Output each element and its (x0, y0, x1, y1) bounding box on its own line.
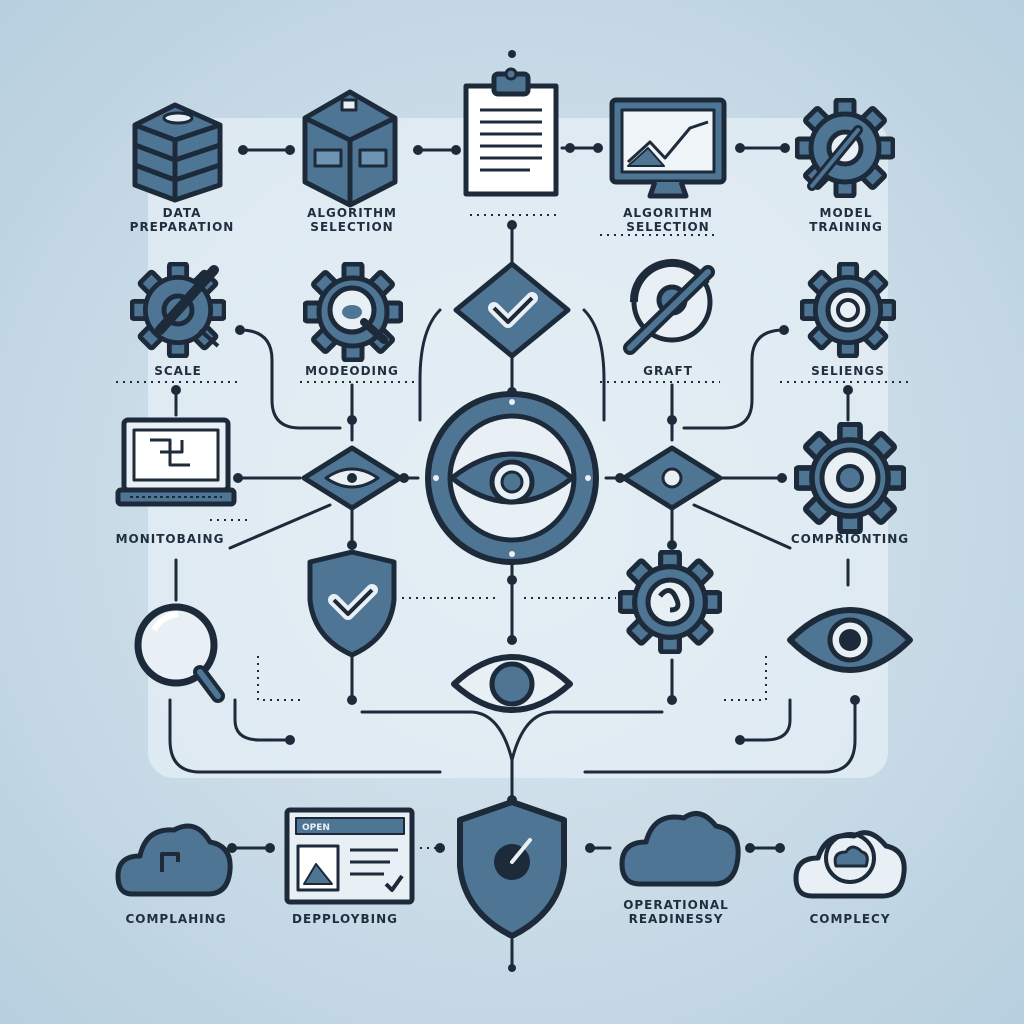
label-monitoring: MONITOBAING (115, 532, 225, 546)
clipboard-document-icon (463, 67, 559, 197)
label-selecting: SELIENGS (811, 364, 885, 378)
label-complexity: COMPLECY (809, 912, 891, 926)
label-scale: SCALE (154, 364, 202, 378)
label-deploying: DEPPLOYBING (292, 912, 398, 926)
check-diamond-icon (453, 261, 571, 359)
gear-target-icon (802, 264, 894, 356)
dotted-connectors (116, 214, 912, 849)
label-algorithm-selection-1: ALGORITHM SELECTION (307, 206, 397, 234)
cloud-circle-icon (793, 830, 907, 899)
label-model-training: MODEL TRAINING (809, 206, 883, 234)
gear-wrench-icon (797, 100, 893, 196)
terminal-monitor-icon (115, 417, 237, 507)
eye-diamond-icon (621, 445, 723, 511)
label-comprehending: COMPRIONTING (790, 532, 910, 546)
gear-magnifier-icon (305, 264, 401, 360)
wrench-circle-icon (623, 258, 715, 355)
label-modeling: MODEODING (305, 364, 399, 378)
monitor-chart-icon (609, 97, 727, 199)
database-icon (132, 102, 223, 203)
label-operational-readiness: OPERATIONAL READINESSY (623, 898, 729, 926)
central-eye-icon (425, 391, 599, 565)
shield-gauge-icon (457, 799, 567, 939)
eye-diamond-icon (301, 445, 403, 511)
label-algorithm-selection-2: ALGORITHM SELECTION (623, 206, 713, 234)
label-complaining: COMPLAHING (125, 912, 227, 926)
eye-icon (451, 654, 573, 713)
cloud-icon (619, 811, 741, 887)
eye-icon (787, 607, 913, 673)
cloud-upload-icon (115, 823, 233, 897)
server-cube-icon (302, 89, 398, 208)
gear-wrench-icon (132, 264, 224, 356)
magnifier-icon (134, 603, 225, 703)
label-graft: GRAFT (643, 364, 693, 378)
connector-dots (171, 50, 860, 972)
window-title: OPEN (302, 823, 330, 833)
shield-check-icon (307, 549, 397, 658)
label-data-preparation: DATA PREPARATION (129, 206, 235, 234)
gear-link-icon (620, 552, 720, 652)
browser-window-icon: OPEN (284, 807, 415, 905)
gear-target-icon (796, 424, 904, 532)
